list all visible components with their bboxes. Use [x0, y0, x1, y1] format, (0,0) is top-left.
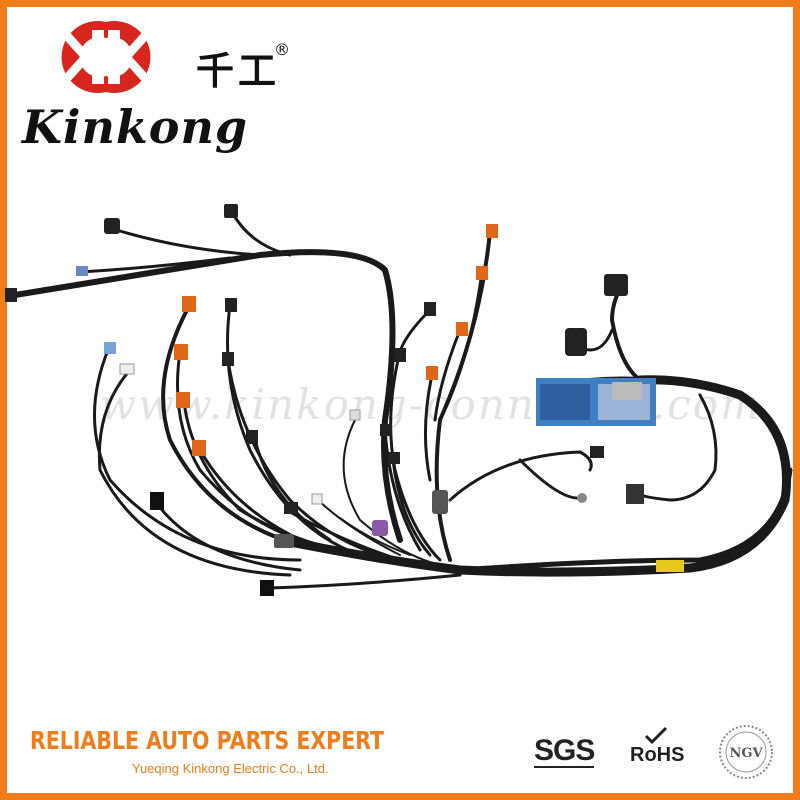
harness-label-tape [656, 560, 684, 572]
company-name: Yueqing Kinkong Electric Co., Ltd. [132, 761, 329, 776]
brand-chinese-name: 千工 [196, 48, 281, 93]
wiring-harness-image [5, 204, 793, 596]
tagline: RELIABLE AUTO PARTS EXPERT [30, 726, 385, 755]
registered-mark: ® [274, 40, 290, 59]
main-trunk-wire [275, 375, 792, 577]
rohs-check-icon [644, 726, 668, 745]
brand-english-name: Kinkong [22, 100, 249, 154]
rohs-certification: RoHS [630, 744, 685, 766]
sgs-certification: SGS [534, 734, 595, 768]
connector-black [104, 218, 120, 234]
connectors [5, 204, 684, 596]
svg-text:NGV: NGV [729, 746, 763, 761]
ngv-seal-icon: NGV [719, 725, 773, 779]
kinkong-logo-icon [36, 18, 176, 96]
